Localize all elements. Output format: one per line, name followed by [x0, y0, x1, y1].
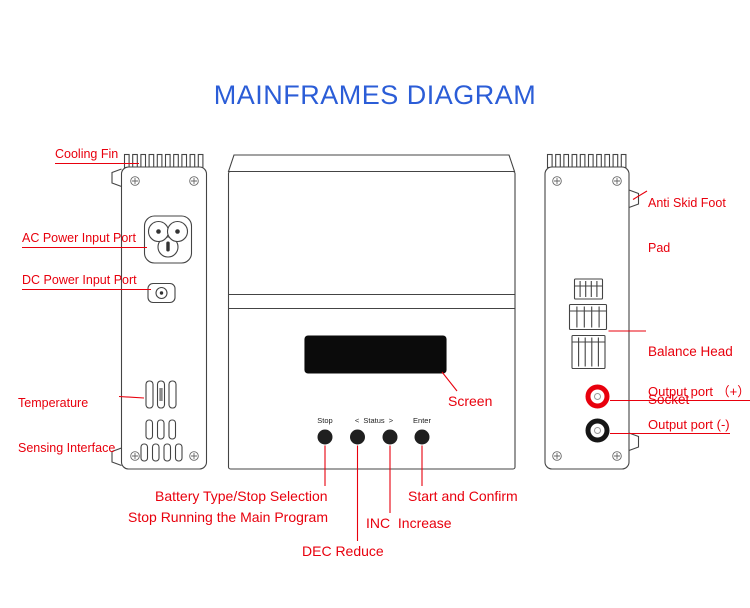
callout-inc-increase: INC Increase	[366, 515, 452, 531]
callout-anti-skid-foot-pad: Anti Skid Foot Pad	[648, 166, 726, 286]
status-inc-button	[382, 429, 398, 445]
right-side-view	[544, 153, 640, 470]
stop-button-label: Stop	[317, 416, 333, 425]
left-side-view	[111, 153, 208, 470]
right-body	[544, 166, 630, 470]
callout-output-port-negative: Output port (-)	[648, 417, 730, 434]
front-view	[227, 154, 516, 470]
front-body	[227, 170, 516, 470]
callout-screen: Screen	[448, 393, 493, 409]
enter-button-label: Enter	[413, 416, 431, 425]
status-buttons-label: < Status >	[354, 416, 394, 425]
callout-balance-head-socket: Balance Head Socket	[648, 312, 733, 440]
callout-battery-type-stop-selection: Battery Type/Stop Selection	[155, 488, 328, 504]
ac-power-socket-icon	[143, 215, 193, 264]
callout-temperature-sensing-interface: Temperature Sensing Interface	[18, 366, 115, 486]
callout-dec-reduce: DEC Reduce	[302, 543, 384, 559]
front-buttons	[317, 429, 430, 445]
leader-lines	[110, 162, 652, 541]
output-port-positive-icon	[585, 384, 610, 409]
dc-power-socket-icon	[147, 282, 176, 304]
vent-slots-icon	[140, 419, 183, 462]
status-dec-button	[350, 429, 365, 445]
callout-anti-skid-line1: Anti Skid Foot	[648, 196, 726, 210]
screws-right-icon	[552, 176, 622, 461]
callout-balance-line1: Balance Head	[648, 344, 733, 359]
anti-skid-foot-pads-icon	[628, 189, 640, 452]
stop-button	[317, 429, 333, 445]
temperature-sensing-slots-icon	[145, 380, 177, 409]
screws-left-icon	[130, 176, 199, 461]
anti-skid-tabs-left-icon	[111, 168, 122, 467]
cooling-fins-left-icon	[123, 153, 204, 169]
callout-dc-power-input-port: DC Power Input Port	[22, 273, 137, 290]
callout-balance-line2: Socket	[648, 392, 690, 407]
screen	[304, 335, 447, 374]
callout-anti-skid-line2: Pad	[648, 241, 671, 255]
callout-stop-running-main-program: Stop Running the Main Program	[128, 509, 328, 525]
cooling-fins-right-icon	[546, 153, 627, 169]
page-title: MAINFRAMES DIAGRAM	[213, 80, 537, 110]
callout-output-port-positive: Output port （+）	[648, 384, 750, 401]
callout-ac-power-input-port: AC Power Input Port	[22, 231, 136, 248]
callout-temperature-line2: Sensing Interface	[18, 441, 116, 455]
callout-start-and-confirm: Start and Confirm	[408, 488, 518, 504]
callout-cooling-fin: Cooling Fin	[55, 147, 119, 164]
front-top-lid	[227, 154, 516, 173]
balance-head-socket-icon	[568, 278, 608, 370]
callout-temperature-line1: Temperature	[18, 396, 89, 410]
output-port-negative-icon	[585, 418, 610, 443]
enter-button	[414, 429, 430, 445]
